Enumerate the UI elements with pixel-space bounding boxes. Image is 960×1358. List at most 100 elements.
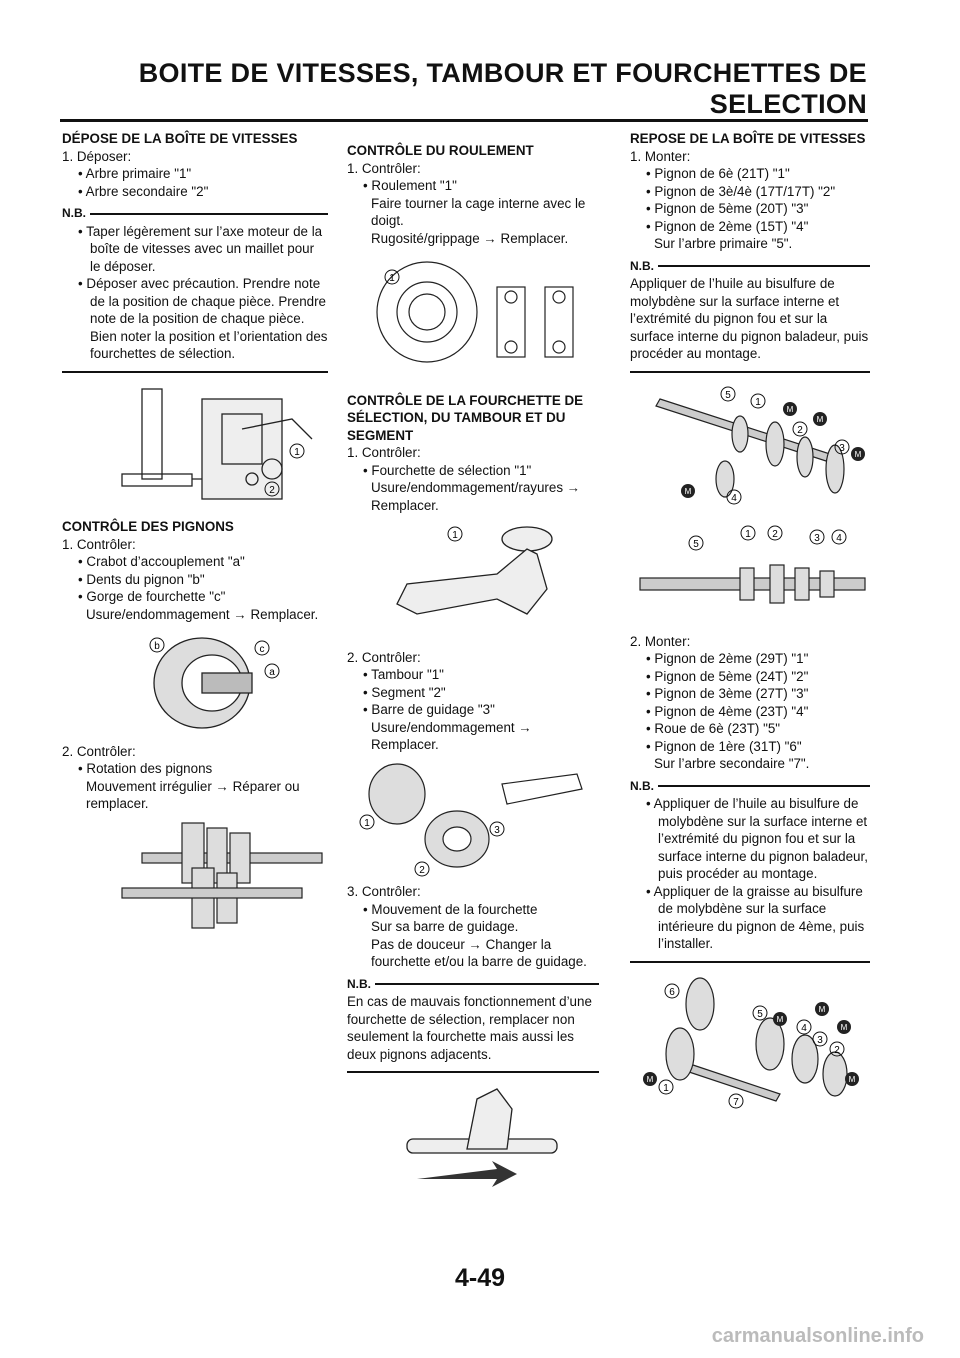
callout-1: 1 [755, 397, 761, 408]
section-heading: DÉPOSE DE LA BOÎTE DE VITESSES [62, 131, 298, 146]
note-block: N.B. • Taper légèrement sur l’axe moteur… [62, 205, 328, 373]
note-text: Appliquer de l’huile au bisulfure de mol… [630, 276, 869, 361]
bullet: • Pignon de 3ème (27T) "3" [646, 686, 809, 701]
bullet: • Pignon de 3è/4è (17T/17T) "2" [646, 183, 836, 199]
callout-6: 6 [669, 987, 675, 998]
callout-5: 5 [693, 539, 699, 550]
watermark: carmanualsonline.info [711, 1325, 924, 1347]
section-heading: REPOSE DE LA BOÎTE DE VITESSES [630, 131, 866, 146]
callout-4: 4 [836, 533, 842, 544]
m-symbol: M [849, 1075, 856, 1084]
callout-3: 3 [839, 443, 845, 454]
bullet: • Arbre secondaire "2" [78, 183, 209, 199]
step: 1. Monter: [630, 148, 691, 164]
note-block: N.B. En cas de mauvais fonctionnement d’… [347, 976, 599, 1073]
callout-2: 2 [797, 425, 803, 436]
callout-1: 1 [364, 818, 370, 829]
bullet-detail: Sur l’arbre secondaire "7". [654, 756, 810, 771]
page-title-line1: BOITE DE VITESSES, TAMBOUR ET FOURCHETTE… [138, 58, 867, 88]
bullet: • Pignon de 6è (21T) "1" [646, 166, 790, 181]
m-symbol: M [777, 1015, 784, 1024]
bullet: • Crabot d’accouplement "a" [78, 554, 245, 569]
callout-a: a [269, 667, 275, 678]
bullet-detail: Usure/endommagement → Remplacer. [86, 606, 319, 622]
bullet: • Gorge de fourchette "c" [78, 589, 226, 604]
bullet: • Roue de 6è (23T) "5" [646, 721, 781, 736]
m-symbol: M [685, 487, 692, 496]
bullet: • Pignon de 4ème (23T) "4" [646, 703, 809, 719]
bullet: • Segment "2" [363, 684, 446, 700]
note-bullet: • Appliquer de la graisse au bisulfure d… [646, 883, 865, 952]
callout-1: 1 [389, 273, 395, 284]
bullet: • Mouvement de la fourchette [363, 901, 538, 917]
bullet-detail: Faire tourner la cage interne avec le do… [371, 195, 586, 229]
bullet: • Pignon de 2ème (29T) "1" [646, 651, 809, 666]
note-label: N.B. [347, 976, 371, 991]
step: 2. Contrôler: [62, 743, 136, 759]
callout-3: 3 [817, 1035, 823, 1046]
gear-inspection-figure: b c a [149, 637, 280, 729]
bullet: • Pignon de 1ère (31T) "6" [646, 738, 802, 754]
m-symbol: M [817, 415, 824, 424]
section-heading: CONTRÔLE DU ROULEMENT [347, 143, 534, 158]
fork-movement-figure [406, 1088, 558, 1187]
bullet: • Arbre primaire "1" [78, 166, 192, 181]
bullet: • Pignon de 5ème (24T) "2" [646, 668, 809, 684]
gear-rotation-figure [121, 821, 323, 929]
bullet: • Dents du pignon "b" [78, 571, 205, 587]
step: 2. Monter: [630, 633, 691, 649]
drum-segment-guide-bar-figure: 1 2 3 [359, 762, 583, 876]
step: 1. Contrôler: [62, 536, 136, 552]
callout-1: 1 [663, 1083, 669, 1094]
callout-1: 1 [294, 447, 300, 458]
callout-7: 7 [733, 1097, 739, 1108]
callout-4: 4 [731, 493, 737, 504]
note-label: N.B. [630, 258, 654, 273]
bullet-detail: Pas de douceur → Changer la fourchette e… [371, 936, 587, 970]
section-heading: CONTRÔLE DE LA FOURCHETTE DE SÉLECTION, … [347, 392, 584, 443]
bullet: • Fourchette de sélection "1" [363, 462, 532, 478]
callout-4: 4 [801, 1023, 807, 1034]
step: 1. Contrôler: [347, 160, 421, 176]
bullet-detail: Mouvement irrégulier → Réparer ou rempla… [86, 778, 300, 812]
step: 1. Déposer: [62, 148, 132, 164]
step: 1. Contrôler: [347, 445, 421, 460]
bullet: • Rotation des pignons [78, 761, 213, 776]
callout-5: 5 [725, 390, 731, 401]
molybdenum-oil-symbols: M M M M M [643, 1001, 859, 1086]
bullet-detail: Usure/endommagement/rayures → Remplacer. [371, 480, 581, 513]
callout-3: 3 [494, 825, 500, 836]
callout-1: 1 [452, 530, 458, 541]
note-block: N.B. Appliquer de l’huile au bisulfure d… [630, 258, 870, 373]
bullet: • Barre de guidage "3" [363, 702, 495, 717]
step: 2. Contrôler: [347, 649, 421, 665]
bullet-detail: Usure/endommagement → Remplacer. [371, 719, 532, 753]
bullet: • Tambour "1" [363, 667, 444, 682]
page-number: 4-49 [454, 1264, 506, 1292]
m-symbol: M [647, 1075, 654, 1084]
callout-b: b [154, 641, 160, 652]
step: 3. Contrôler: [347, 884, 421, 899]
m-symbol: M [855, 450, 862, 459]
note-block: N.B. • Appliquer de l’huile au bisulfure… [630, 778, 870, 963]
callout-3: 3 [814, 533, 820, 544]
note-text: En cas de mauvais fonctionnement d’une f… [347, 994, 592, 1062]
m-symbol: M [819, 1005, 826, 1014]
shift-fork-figure: 1 [396, 526, 553, 615]
callout-2: 2 [772, 529, 778, 540]
bullet-detail: Rugosité/grippage → Remplacer. [371, 230, 569, 246]
bearing-inspection-figure: 1 [376, 261, 574, 363]
header-rule [60, 119, 868, 122]
main-axle-exploded-figure: 5 1 2 3 4 M M M M [655, 386, 865, 504]
column-1: DÉPOSE DE LA BOÎTE DE VITESSES 1. Dépose… [62, 130, 328, 937]
note-label: N.B. [62, 206, 86, 220]
callout-2: 2 [269, 485, 275, 496]
m-symbol: M [787, 405, 794, 414]
drive-axle-exploded-figure: 6 5 4 3 2 1 7 M M M M M [643, 976, 859, 1108]
bullet: • Pignon de 5ème (20T) "3" [646, 201, 809, 216]
main-axle-assembled-figure: 5 1 2 3 4 [639, 525, 866, 604]
bullet-detail: Sur sa barre de guidage. [371, 919, 519, 934]
note-bullet: • Appliquer de l’huile au bisulfure de m… [646, 796, 868, 881]
bullet: • Roulement "1" [363, 178, 457, 193]
callout-2: 2 [834, 1045, 840, 1056]
